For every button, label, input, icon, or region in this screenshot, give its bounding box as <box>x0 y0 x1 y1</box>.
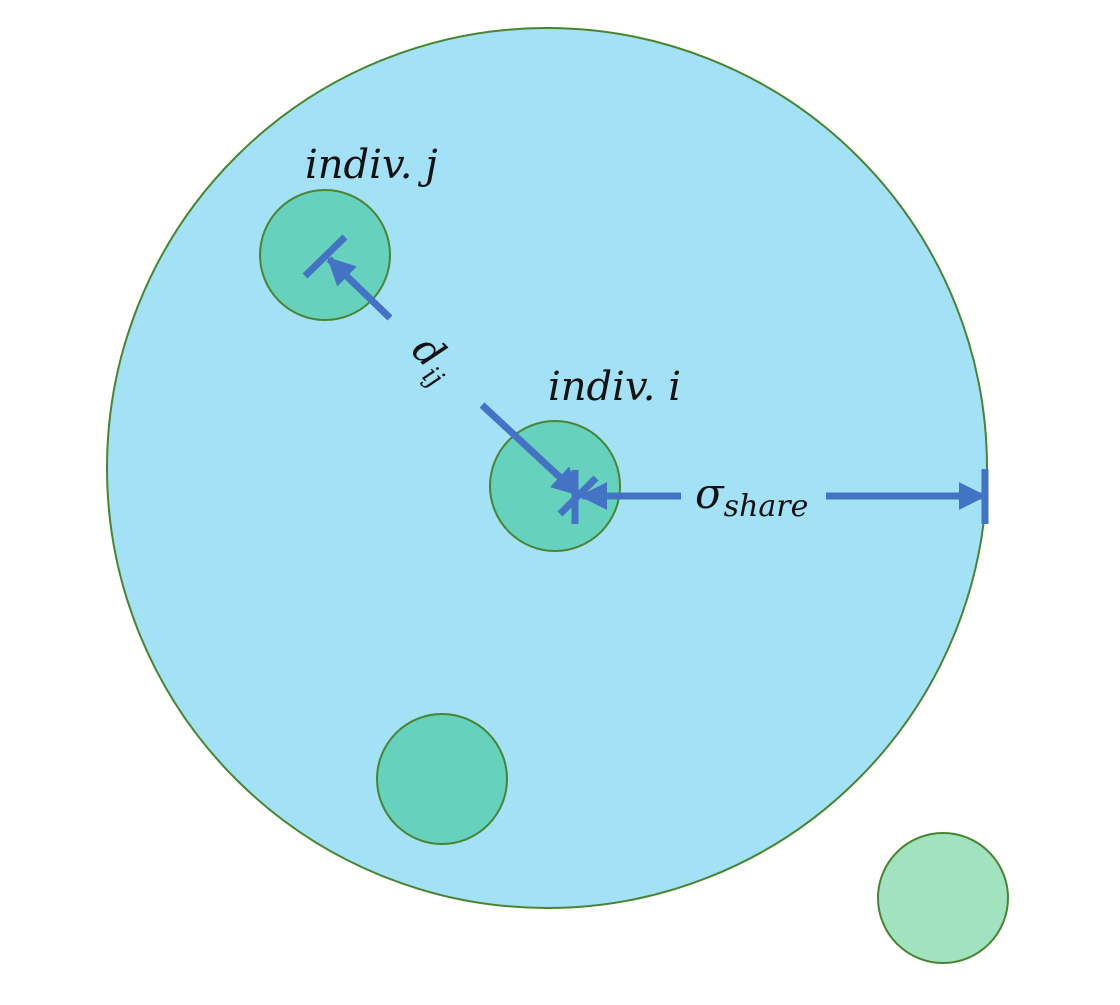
dij-arrow-upper-segment <box>326 256 393 321</box>
individual-outside <box>877 832 1009 964</box>
dij-tick-at-j <box>302 234 348 279</box>
sigma-symbol: σ <box>695 469 725 518</box>
indiv-i-label: indiv. i <box>548 364 681 410</box>
individual-inside-bottom <box>376 713 508 845</box>
dij-arrow-lower-segment <box>479 402 581 497</box>
individual-i <box>489 420 621 552</box>
sigma-share-label: σshare <box>695 469 808 524</box>
sigma-subscript: share <box>724 489 809 524</box>
indiv-j-label: indiv. j <box>305 142 438 188</box>
sigma-share-arrow <box>571 469 989 524</box>
